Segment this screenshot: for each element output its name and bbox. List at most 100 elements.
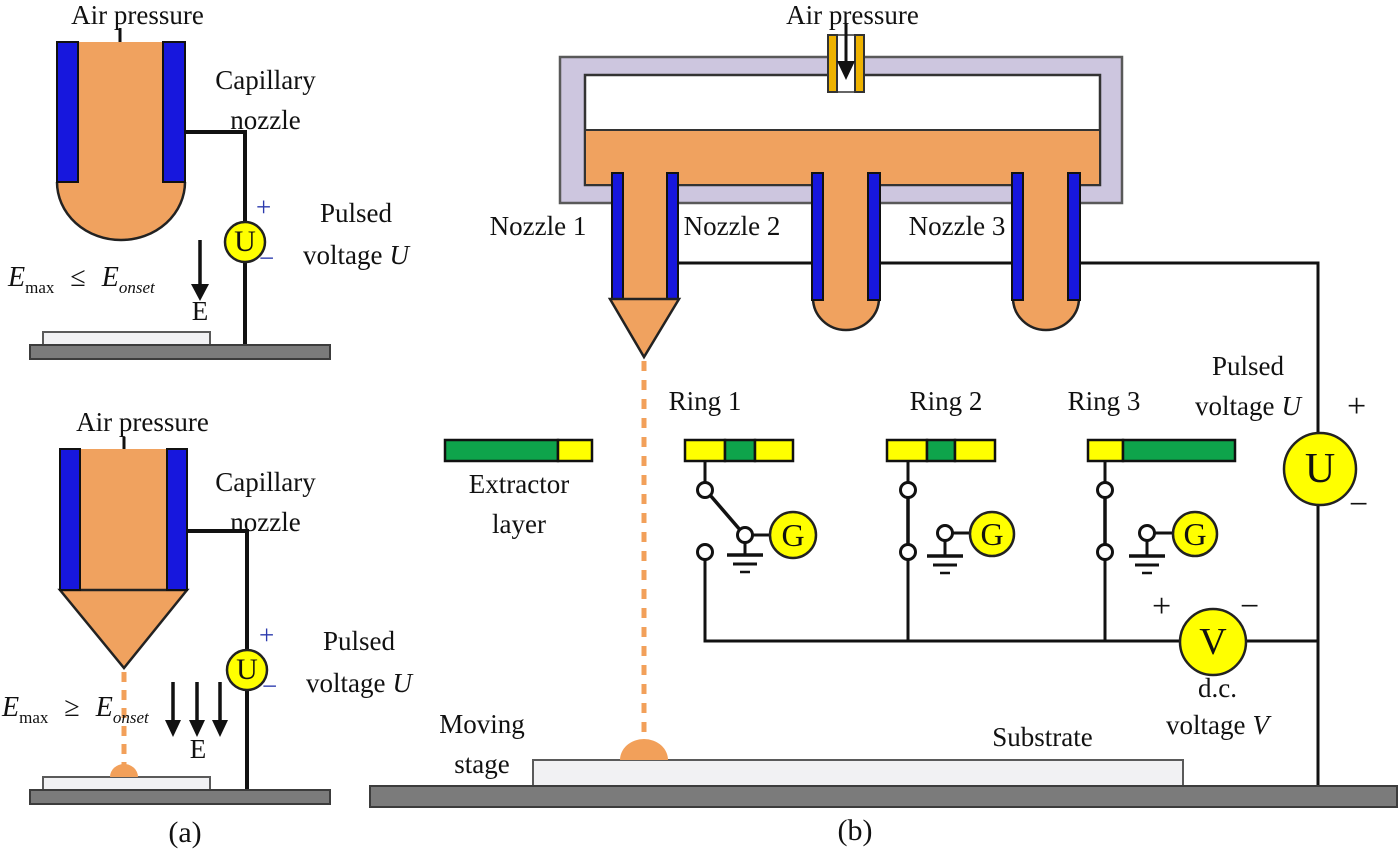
voltage-variable: U	[1281, 391, 1301, 421]
minus-sign: −	[259, 243, 275, 273]
nozzle-3	[1011, 172, 1081, 332]
u-meter-icon	[223, 220, 267, 264]
ground-icon	[1129, 554, 1165, 575]
switch-contact[interactable]	[696, 481, 714, 499]
ring-2-switch[interactable]	[899, 461, 1016, 641]
ring-2-bar	[885, 438, 997, 463]
ground-icon	[927, 554, 963, 575]
substrate	[532, 759, 1184, 787]
nozzle-wall-left	[59, 448, 81, 591]
substrate	[42, 776, 211, 791]
switch-contact[interactable]	[736, 526, 754, 544]
switch-contact[interactable]	[899, 481, 917, 499]
air-pressure-label: Air pressure	[786, 0, 919, 30]
e-field-arrowhead	[191, 284, 209, 301]
field-condition-formula: Emax≤Eonset	[8, 262, 155, 297]
nozzle-1	[607, 172, 682, 360]
air-pressure-label: Air pressure	[71, 0, 204, 30]
e-field-arrows	[165, 682, 228, 737]
ink-column	[623, 173, 667, 300]
nozzle-wall-right	[1067, 172, 1081, 301]
air-pressure-label: Air pressure	[76, 407, 209, 437]
e-field-label: E	[189, 734, 207, 764]
panel-a-caption: (a)	[168, 816, 202, 849]
galvanometer-label: G	[980, 515, 1004, 552]
ring-3-switch[interactable]	[1096, 461, 1219, 641]
ink-column	[823, 173, 868, 300]
galvanometer-label: G	[1183, 515, 1207, 552]
minus-sign: −	[262, 671, 278, 701]
ink-column	[80, 449, 167, 591]
substrate-label: Substrate	[992, 722, 1093, 752]
switch-contact[interactable]	[936, 524, 954, 542]
nozzle-wall-right	[162, 41, 186, 183]
switch-contact[interactable]	[1138, 524, 1156, 542]
ring-1-switch[interactable]	[696, 461, 818, 574]
switch-contact[interactable]	[1096, 481, 1114, 499]
panel-b-caption: (b)	[837, 814, 873, 847]
extractor-layer-bar	[443, 438, 594, 463]
taylor-cone	[57, 588, 190, 670]
nozzle-2-label: Nozzle 2	[683, 211, 781, 241]
moving-stage-label: Moving stage	[439, 709, 525, 779]
switch-contact[interactable]	[696, 543, 714, 561]
ink-column	[1023, 173, 1068, 300]
extractor-layer-label: Extractor layer	[468, 469, 570, 539]
panel-a-bottom-nozzle	[29, 437, 331, 805]
galvanometer-icon	[1171, 510, 1219, 558]
minus-sign: −	[1240, 588, 1260, 625]
ring-1-bar	[683, 438, 795, 463]
ring-2-label: Ring 2	[909, 386, 983, 416]
galvanometer-icon	[968, 510, 1016, 558]
nozzle-wall-left	[611, 172, 624, 301]
u-meter-icon	[225, 648, 269, 692]
switch-contact[interactable]	[899, 543, 917, 561]
taylor-cone	[607, 297, 682, 360]
pulsed-voltage-wire	[677, 261, 1320, 786]
ground-icon	[727, 553, 763, 574]
plus-sign: +	[1152, 588, 1172, 625]
e-field-label: E	[191, 296, 209, 326]
air-pressure-arrowhead	[837, 61, 855, 80]
nozzle-wall-left	[1011, 172, 1024, 301]
nozzle-wall-left	[811, 172, 824, 301]
voltage-wire	[187, 529, 249, 792]
nozzle-wall-right	[867, 172, 881, 301]
capillary-nozzle-label: Capillary nozzle	[215, 65, 316, 135]
moving-stage	[369, 785, 1398, 808]
meniscus-dome	[55, 181, 187, 242]
stage	[29, 344, 331, 360]
switch-blade[interactable]	[708, 493, 743, 533]
substrate	[42, 331, 211, 346]
capillary-nozzle-label: Capillary nozzle	[215, 467, 316, 537]
air-inlet-wall-left	[827, 34, 838, 93]
plus-sign: +	[256, 192, 272, 222]
plus-sign: +	[1347, 388, 1367, 425]
nozzle-3-label: Nozzle 3	[908, 211, 1006, 241]
printed-droplet	[620, 739, 668, 760]
printed-droplet	[110, 764, 138, 777]
meniscus-dome	[1011, 297, 1081, 332]
galvanometer-icon	[768, 510, 818, 560]
voltage-variable: U	[392, 668, 412, 698]
u-meter-label: U	[236, 653, 258, 686]
nozzle-wall-right	[166, 448, 188, 591]
ring-3-label: Ring 3	[1067, 386, 1141, 416]
ring-1-label: Ring 1	[668, 386, 742, 416]
v-meter-icon	[1178, 607, 1248, 677]
ink-column	[78, 42, 163, 183]
u-source-label: U	[1304, 446, 1336, 492]
plus-sign: +	[259, 620, 275, 650]
panel-a-top-nozzle	[29, 28, 331, 360]
voltage-variable: V	[1252, 710, 1269, 740]
minus-sign: −	[1349, 486, 1369, 523]
voltage-variable: U	[389, 240, 409, 270]
nozzle-1-label: Nozzle 1	[489, 211, 587, 241]
voltage-wire	[185, 130, 247, 347]
switch-contact[interactable]	[1096, 543, 1114, 561]
